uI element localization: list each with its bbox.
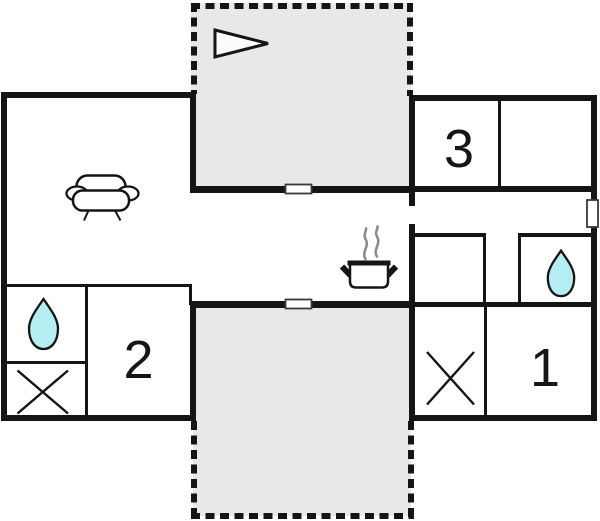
pot-body (348, 261, 390, 289)
steam-icon (362, 227, 369, 261)
cooking-pot-icon (339, 225, 399, 289)
right-wing-walls (409, 95, 597, 421)
sofa-leg-right (114, 210, 122, 221)
sofa-seat (71, 189, 131, 212)
steam-icon (374, 225, 380, 258)
wardrobe-x-icon (426, 351, 475, 406)
bathroom-icons (27, 248, 576, 351)
room-label-3: 3 (444, 119, 474, 179)
wind-pennant-icon (213, 28, 269, 59)
room-label-2: 2 (123, 330, 153, 390)
wardrobe-icons (16, 351, 475, 415)
sofa-leg-left (83, 210, 90, 221)
window-marker-right-wall (586, 199, 599, 228)
water-drop-icon (27, 296, 60, 351)
left-wing-interior-walls (5, 284, 192, 417)
terrace-top (190, 3, 413, 193)
sofa-icon (65, 174, 140, 221)
water-drop-icon (546, 248, 576, 298)
right-wing-outer-walls (409, 95, 597, 421)
room-label-1: 1 (530, 338, 560, 398)
door-marker-bottom-terrace (284, 298, 313, 310)
openings (284, 183, 599, 310)
left-wing-outer-walls (1, 92, 196, 421)
terrace-bottom (190, 301, 414, 519)
wardrobe-x-icon (16, 369, 69, 415)
right-wing-interior-walls (409, 100, 597, 417)
door-marker-top-terrace (284, 183, 313, 195)
left-wing-walls (1, 92, 196, 421)
terrace-bottom-floor (193, 304, 411, 516)
